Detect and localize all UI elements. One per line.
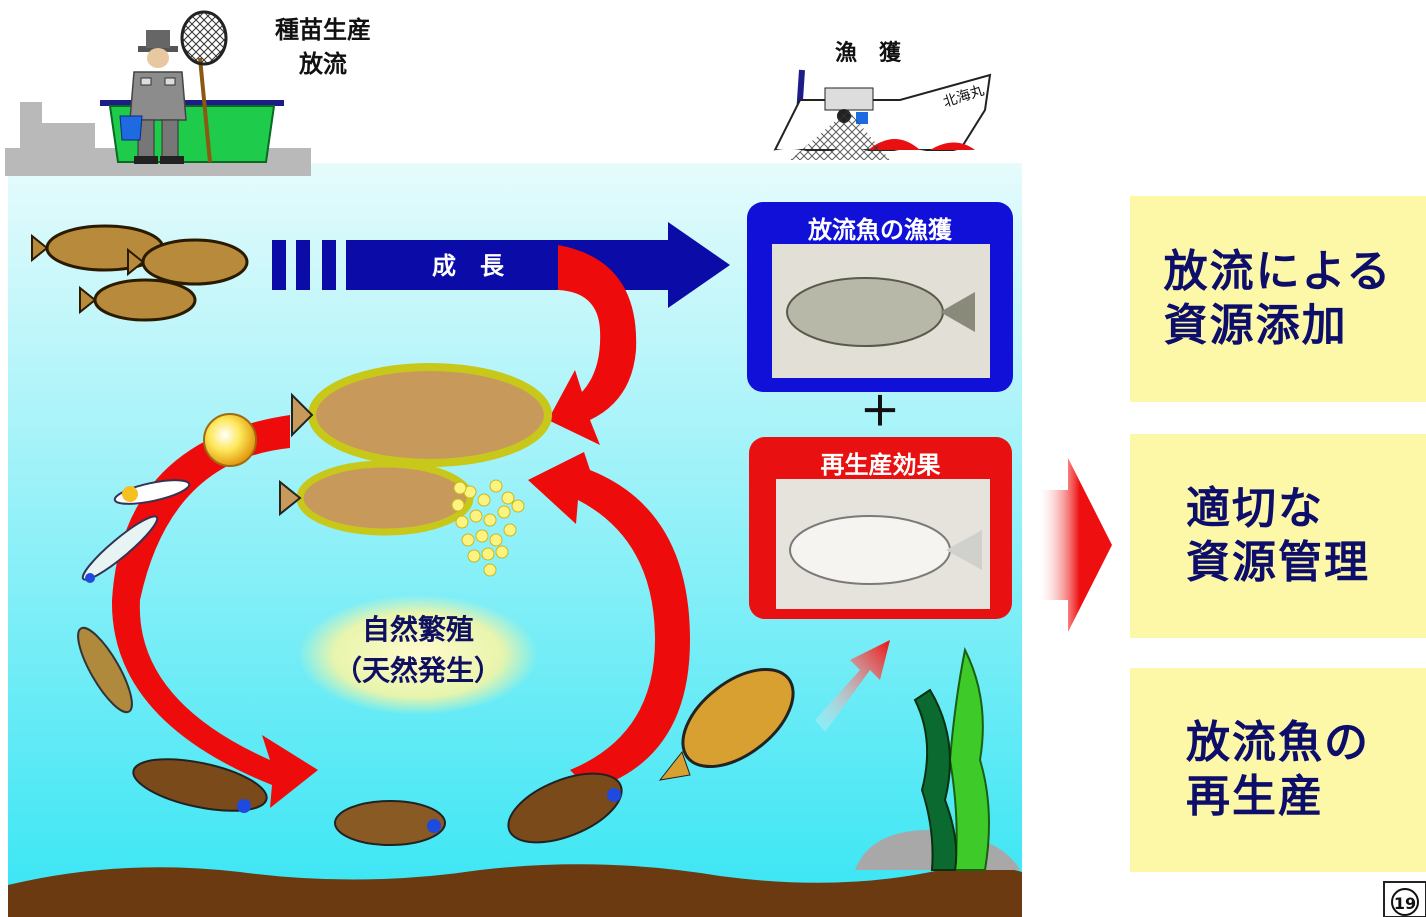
rise-arrow <box>815 640 890 732</box>
page-number-box <box>1383 881 1426 917</box>
egg <box>483 513 497 527</box>
result-arrow <box>1040 458 1112 632</box>
growth-label: 成 長 <box>432 252 505 280</box>
egg <box>455 515 469 529</box>
egg-cluster <box>451 479 525 577</box>
egg <box>469 509 483 523</box>
side-box-resource-management-text: 適切な 資源管理 <box>1186 483 1370 588</box>
worker-figure <box>119 10 228 164</box>
egg <box>497 505 511 519</box>
reproduction-effect-fish <box>789 515 951 585</box>
egg <box>461 533 475 547</box>
egg <box>477 493 491 507</box>
reproduction-effect-title: 再生産効果 <box>820 451 941 479</box>
egg <box>495 545 509 559</box>
egg <box>489 533 503 547</box>
page-number-circle <box>1391 888 1419 916</box>
egg <box>453 481 467 495</box>
side-box-resource-addition-text: 放流による 資源添加 <box>1163 246 1393 351</box>
side-box-released-reproduction-text: 放流魚の 再生産 <box>1186 717 1370 822</box>
side-box-resource-addition: 放流による 資源添加 <box>1130 196 1426 402</box>
larva-stage <box>113 479 191 505</box>
seabed <box>8 864 1022 917</box>
side-box-resource-management: 適切な 資源管理 <box>1130 434 1426 638</box>
egg <box>501 491 515 505</box>
metamorphosis-stage <box>77 626 133 714</box>
juvenile-flatfish-group <box>31 224 249 322</box>
seed-release-label: 種苗生産放流 <box>275 16 371 78</box>
released-catch-fish-tail <box>940 292 975 332</box>
settled-juveniles <box>132 758 623 846</box>
label-line: 放流 <box>298 50 347 78</box>
reproduction-effect-fish-tail <box>946 530 982 570</box>
egg <box>475 529 489 543</box>
page-number: 19 <box>1394 894 1416 913</box>
side-box-released-reproduction: 放流魚の 再生産 <box>1130 668 1426 872</box>
plus-sign: ＋ <box>860 389 900 435</box>
egg <box>451 498 465 512</box>
natural-reproduction-glow <box>298 595 538 715</box>
label-line: 種苗生産 <box>275 16 371 44</box>
released-catch-fish <box>786 277 944 347</box>
fishing-label: 漁 獲 <box>835 40 902 66</box>
natural-reproduction-label: 自然繁殖 （天然発生） <box>333 613 502 687</box>
egg <box>483 563 497 577</box>
egg <box>489 479 503 493</box>
cycle-arrow-left <box>111 415 318 808</box>
egg <box>481 547 495 561</box>
seaweed <box>855 646 1020 871</box>
postlarva-stage <box>81 515 159 583</box>
released-juvenile <box>658 667 795 781</box>
egg <box>467 549 481 563</box>
cycle-arrow-right <box>528 452 690 790</box>
adult-flatfish <box>279 363 552 536</box>
fishing-boat: 北海丸 <box>760 69 992 162</box>
cycle-arrow-to-adult <box>548 245 637 445</box>
egg <box>503 523 517 537</box>
egg <box>511 499 525 513</box>
egg-stage <box>203 413 257 467</box>
released-catch-title: 放流魚の漁獲 <box>808 216 952 244</box>
